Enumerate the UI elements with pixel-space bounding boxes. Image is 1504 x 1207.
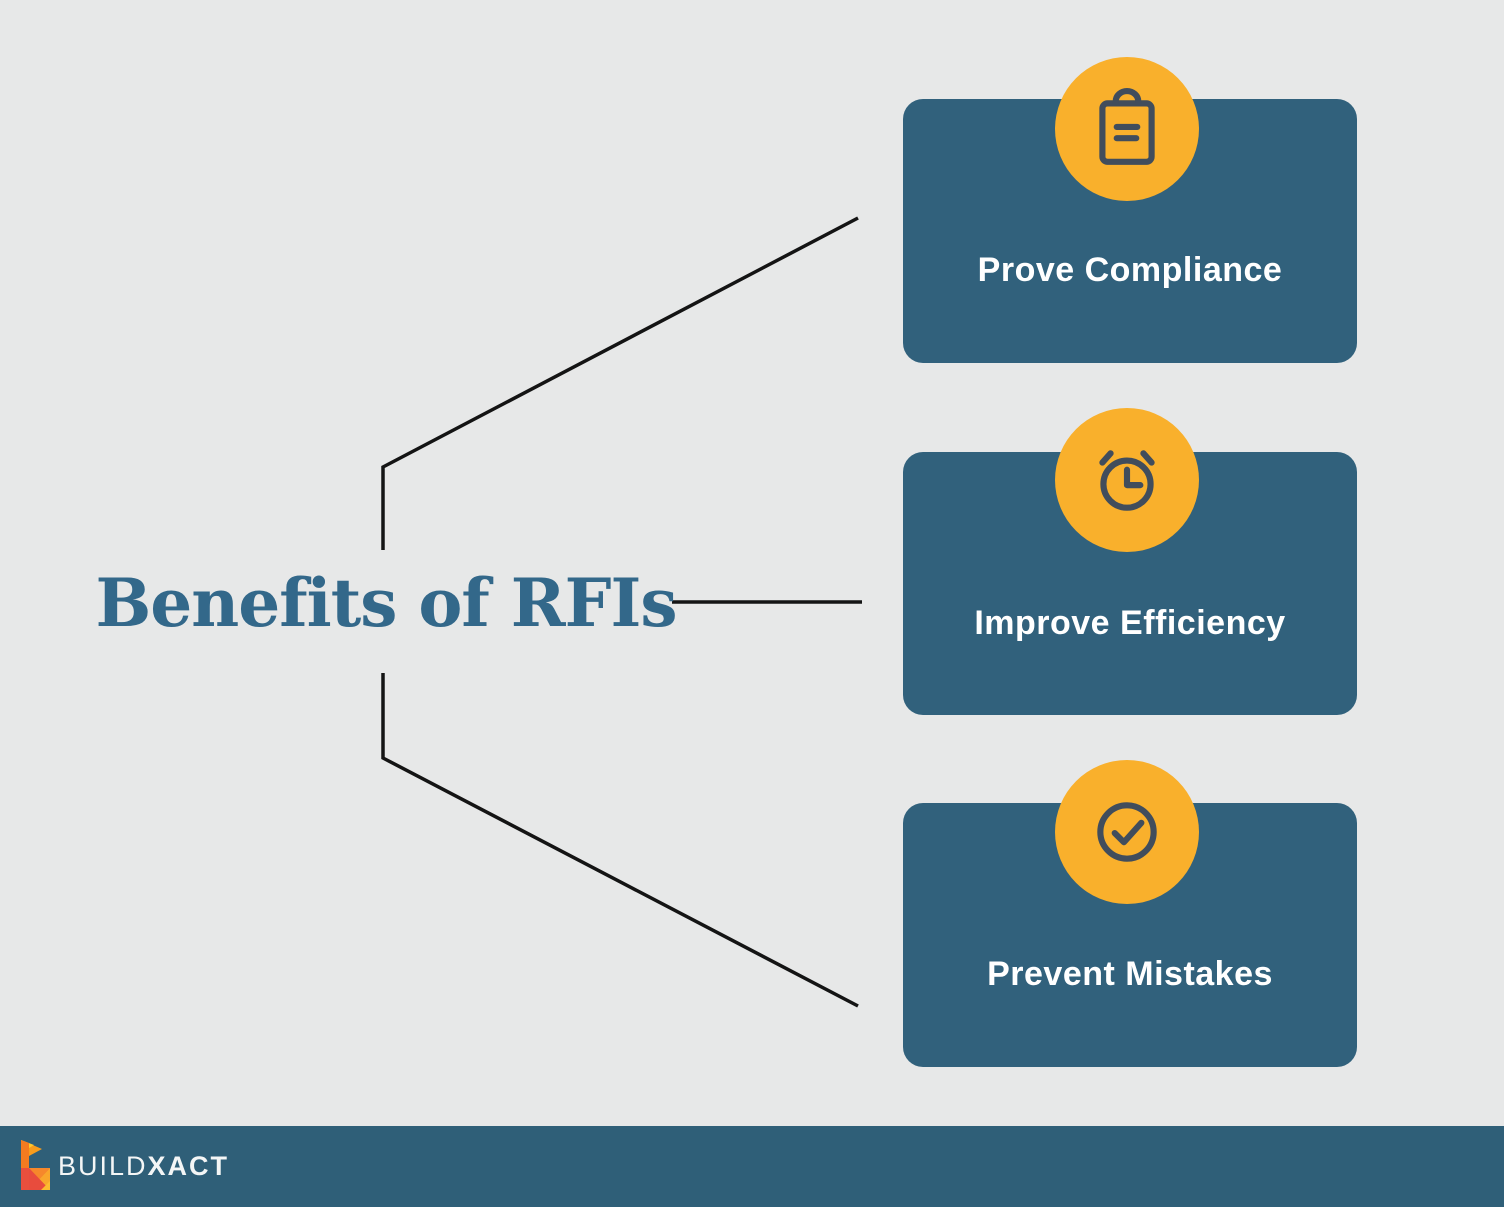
icon-badge-mistakes — [1055, 760, 1199, 904]
icon-badge-compliance — [1055, 57, 1199, 201]
benefit-label: Prevent Mistakes — [987, 955, 1273, 993]
benefit-label: Prove Compliance — [977, 251, 1283, 289]
icon-badge-efficiency — [1055, 408, 1199, 552]
page-title: Benefits of RFIs — [95, 564, 678, 642]
buildxact-logo — [21, 1140, 50, 1190]
brand-text-build: BUILD — [58, 1151, 148, 1181]
check-circle-icon — [1097, 802, 1157, 862]
brand-text-xact: XACT — [147, 1151, 230, 1181]
clipboard-icon — [1099, 88, 1155, 165]
benefit-label: Improve Efficiency — [974, 604, 1286, 642]
alarm-clock-icon — [1099, 450, 1155, 511]
